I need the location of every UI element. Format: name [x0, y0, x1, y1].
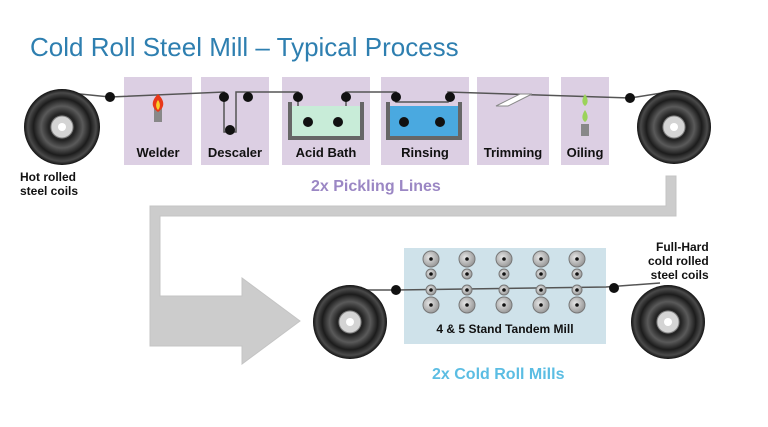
backup-roll-center	[502, 257, 506, 261]
flow-arrow	[149, 175, 677, 365]
backup-roll-center	[575, 257, 579, 261]
full-hard-coil-label: Full-Hard cold rolled steel coils	[648, 240, 709, 282]
backup-roll-center	[502, 303, 506, 307]
backup-roll-center	[539, 303, 543, 307]
page-title: Cold Roll Steel Mill – Typical Process	[30, 32, 459, 62]
backup-roll-center	[465, 257, 469, 261]
oil-drops-icon	[581, 94, 589, 136]
pickled-coil-icon	[637, 90, 711, 164]
work-roll-center	[465, 272, 469, 276]
full-hard-coil-icon	[631, 285, 705, 359]
work-roll-center	[502, 288, 506, 292]
work-roll-center	[429, 272, 433, 276]
cold-mill-input-coil-icon	[313, 285, 387, 359]
guide-roller	[609, 283, 619, 293]
backup-roll-center	[465, 303, 469, 307]
work-roll-center	[502, 272, 506, 276]
work-roll-center	[465, 288, 469, 292]
tandem-mill-stands-icon	[422, 250, 586, 314]
work-roll-center	[539, 272, 543, 276]
station-label-oiling: Oiling	[566, 145, 604, 160]
station-label-rinsing: Rinsing	[401, 145, 449, 160]
station-label-acid-bath: Acid Bath	[295, 145, 357, 160]
guide-roller	[391, 285, 401, 295]
trim-blade-icon	[495, 93, 533, 107]
guide-roller	[105, 92, 115, 102]
station-label-welder: Welder	[136, 145, 180, 160]
cold-roll-mills-caption: 2x Cold Roll Mills	[432, 366, 565, 383]
backup-roll-center	[539, 257, 543, 261]
backup-roll-center	[429, 303, 433, 307]
hot-rolled-coil-label: Hot rolled steel coils	[20, 170, 79, 198]
work-roll-center	[429, 288, 433, 292]
hot-rolled-coil-icon	[24, 89, 100, 165]
station-label-descaler: Descaler	[207, 145, 263, 160]
work-roll-center	[539, 288, 543, 292]
acid-bath-tank-icon	[288, 92, 364, 140]
pickling-lines-caption: 2x Pickling Lines	[311, 178, 441, 195]
work-roll-center	[575, 288, 579, 292]
descaler-rollers-icon	[219, 92, 253, 135]
guide-roller	[625, 93, 635, 103]
backup-roll-center	[575, 303, 579, 307]
backup-roll-center	[429, 257, 433, 261]
tandem-mill-label: 4 & 5 Stand Tandem Mill	[436, 322, 574, 336]
flame-icon	[152, 94, 164, 122]
rinse-tank-icon	[386, 92, 462, 140]
work-roll-center	[575, 272, 579, 276]
station-trimming	[477, 77, 549, 165]
station-label-trimming: Trimming	[483, 145, 543, 160]
